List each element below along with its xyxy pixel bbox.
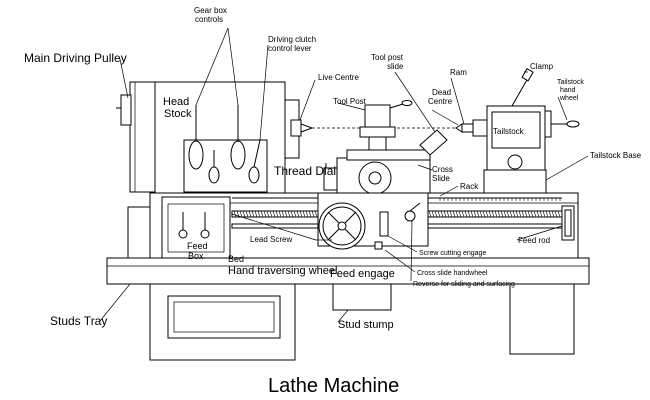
labels: Main Driving Pulley Gear box controls Dr…: [24, 6, 642, 397]
feed-box: [161, 196, 231, 259]
label-thread-dial: Thread Dial: [274, 164, 336, 178]
label-head-stock: Head: [163, 96, 189, 108]
label-tailstock-hand-wheel-3: wheel: [559, 95, 579, 102]
label-tailstock: Tailstock: [493, 127, 525, 136]
label-gear-box-controls: Gear box: [194, 6, 227, 15]
label-tailstock-hand-wheel: Tailstock: [557, 79, 584, 86]
label-driving-clutch: Driving clutch: [268, 35, 316, 44]
lathe-drawing: [106, 67, 590, 361]
label-cross-slide-2: Slide: [432, 174, 450, 183]
leader-lines: [99, 27, 589, 323]
label-driving-clutch-2: control lever: [268, 44, 312, 53]
label-reverse: Reverse for sliding and surfacing: [413, 281, 515, 288]
label-head-stock-2: Stock: [164, 108, 192, 120]
label-feed-box: Feed: [187, 241, 208, 251]
label-hand-traversing-wheel: Hand traversing wheel: [228, 265, 337, 277]
label-screw-cutting-engage: Screw cutting engage: [419, 250, 486, 257]
label-tailstock-hand-wheel-2: hand: [560, 87, 576, 94]
label-tailstock-base: Tailstock Base: [590, 151, 642, 160]
label-bed: Bed: [228, 254, 244, 264]
tailstock-base: [483, 169, 547, 194]
main-driving-pulley: [129, 81, 156, 193]
label-cross-slide: Cross: [432, 165, 453, 174]
label-dead-centre-2: Centre: [428, 97, 453, 106]
label-live-centre: Live Centre: [318, 73, 359, 82]
label-dead-centre: Dead: [432, 88, 451, 97]
stud-stump: [332, 283, 392, 311]
label-tool-post-slide: Tool post: [371, 53, 404, 62]
label-feed-box-2: Box: [188, 251, 204, 261]
label-feed-rod: Feed rod: [518, 236, 550, 245]
label-clamp: Clamp: [530, 62, 554, 71]
label-feed-engage: Feed engage: [330, 268, 395, 280]
label-studs-tray: Studs Tray: [50, 314, 107, 328]
label-tool-post-slide-2: slide: [387, 62, 404, 71]
studs-tray: [106, 257, 590, 285]
right-leg-cabinet: [509, 283, 575, 355]
diagram-title: Lathe Machine: [268, 375, 399, 397]
label-cross-slide-handwheel: Cross slide handwheel: [417, 270, 488, 277]
label-ram: Ram: [450, 68, 467, 77]
label-main-driving-pulley: Main Driving Pulley: [24, 51, 127, 65]
label-gear-box-controls-2: controls: [195, 15, 223, 24]
tool-post: [364, 104, 391, 128]
label-rack: Rack: [460, 182, 479, 191]
label-lead-screw: Lead Screw: [250, 235, 292, 244]
label-stud-stump: Stud stump: [338, 319, 394, 331]
left-cabinet-door: [167, 295, 281, 339]
label-tool-post: Tool Post: [333, 97, 367, 106]
